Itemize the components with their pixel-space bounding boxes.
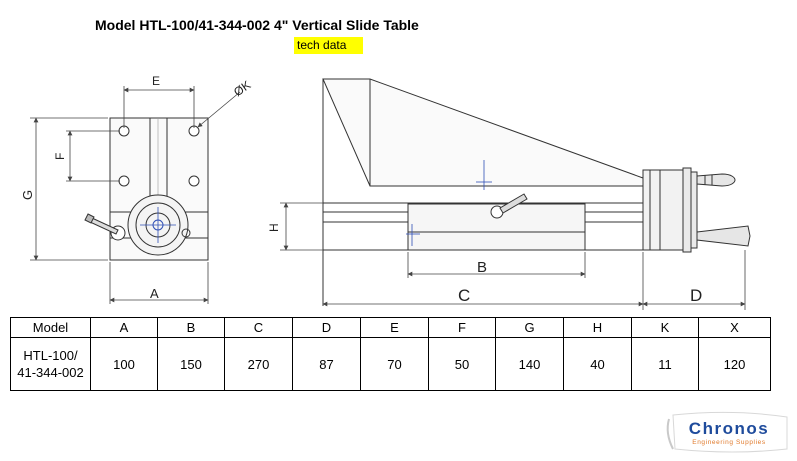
dim-label-e: E bbox=[152, 74, 160, 88]
value-h: 40 bbox=[563, 337, 632, 391]
col-header-x: X bbox=[698, 317, 771, 338]
col-header-g: G bbox=[495, 317, 564, 338]
value-x: 120 bbox=[698, 337, 771, 391]
dim-label-f: F bbox=[53, 153, 67, 160]
col-header-c: C bbox=[224, 317, 293, 338]
logo-tagline: Engineering Supplies bbox=[692, 439, 766, 446]
tech-data-badge: tech data bbox=[294, 37, 363, 54]
col-header-a: A bbox=[90, 317, 158, 338]
value-k: 11 bbox=[631, 337, 699, 391]
dim-label-a: A bbox=[150, 286, 159, 301]
col-header-d: D bbox=[292, 317, 361, 338]
logo-wordmark: Chronos bbox=[689, 419, 769, 438]
model-cell: HTL-100/ 41-344-002 bbox=[10, 337, 91, 391]
dim-label-b: B bbox=[477, 259, 487, 276]
col-header-e: E bbox=[360, 317, 429, 338]
dim-label-g: G bbox=[20, 190, 35, 200]
col-header-h: H bbox=[563, 317, 632, 338]
dim-label-c: C bbox=[458, 286, 470, 305]
value-c: 270 bbox=[224, 337, 293, 391]
value-a: 100 bbox=[90, 337, 158, 391]
technical-drawing: E F G A ØK bbox=[20, 74, 751, 310]
value-f: 50 bbox=[428, 337, 496, 391]
dim-label-h: H bbox=[267, 223, 281, 232]
value-g: 140 bbox=[495, 337, 564, 391]
col-header-k: K bbox=[631, 317, 699, 338]
value-e: 70 bbox=[360, 337, 429, 391]
chronos-logo: Chronos Engineering Supplies bbox=[666, 411, 788, 453]
col-header-f: F bbox=[428, 317, 496, 338]
page-title: Model HTL-100/41-344-002 4" Vertical Sli… bbox=[95, 17, 419, 33]
dim-label-k: ØK bbox=[231, 78, 253, 99]
value-b: 150 bbox=[157, 337, 225, 391]
front-view bbox=[84, 117, 209, 261]
table-row: HTL-100/ 41-344-002 100 150 270 87 70 50… bbox=[10, 337, 771, 391]
col-header-model: Model bbox=[10, 317, 91, 338]
table-header-row: Model A B C D E F G H K X bbox=[10, 317, 771, 338]
side-view bbox=[322, 78, 751, 306]
spec-table: Model A B C D E F G H K X HTL-100/ 41-34… bbox=[10, 317, 771, 391]
col-header-b: B bbox=[157, 317, 225, 338]
dim-label-d: D bbox=[690, 286, 702, 305]
value-d: 87 bbox=[292, 337, 361, 391]
model-line-1: HTL-100/ bbox=[23, 348, 78, 363]
model-line-2: 41-344-002 bbox=[17, 365, 84, 380]
